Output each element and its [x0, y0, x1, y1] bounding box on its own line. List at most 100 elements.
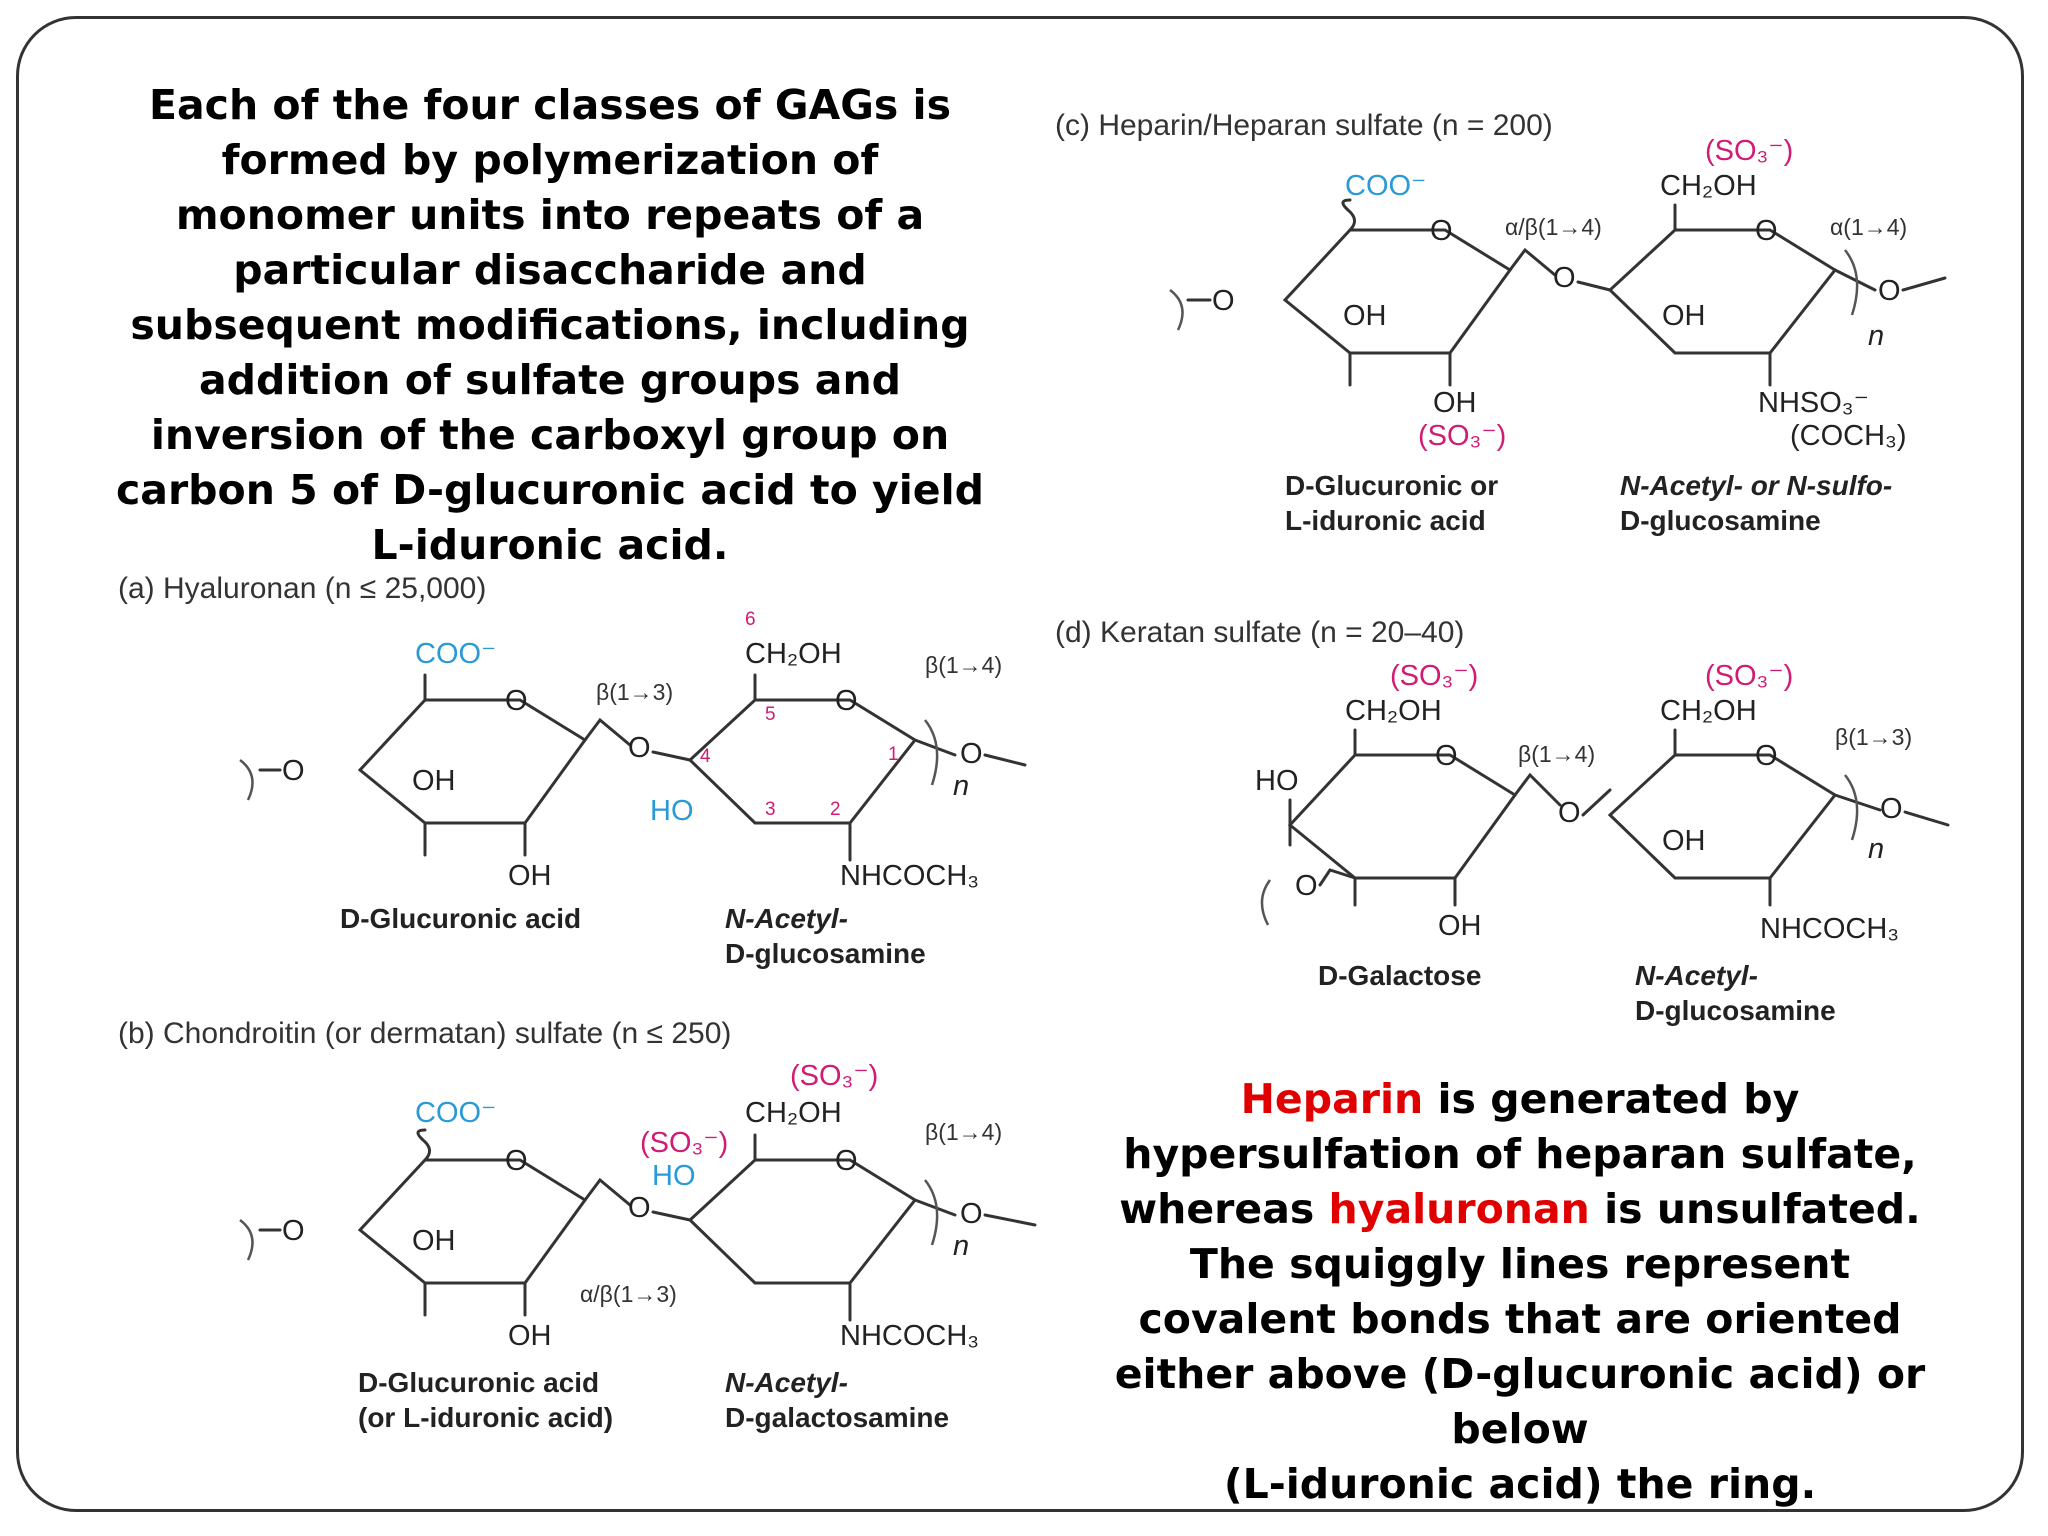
- panel-a-coo-label: COO⁻: [415, 638, 496, 670]
- panel-a-bridge-oxygen: O: [628, 732, 651, 764]
- panel-d-caption: (d) Keratan sulfate (n = 20–40): [1055, 616, 1464, 649]
- panel-d-oh-1: OH: [1438, 910, 1482, 942]
- panel-c-o-left: O: [1212, 285, 1235, 317]
- panel-b-bridge-bond: [651, 1210, 692, 1222]
- panel-a-bracket-right: [924, 719, 939, 786]
- panel-b-o-left: O: [282, 1215, 305, 1247]
- panel-d-bridge-oxygen: O: [1558, 797, 1581, 829]
- panel-d-link-2: β(1→3): [1835, 724, 1912, 750]
- panel-a-hyaluronan: (a) Hyaluronan (n ≤ 25,000) COO⁻ CH₂OH β…: [118, 572, 1027, 969]
- panel-a-oh-1: OH: [412, 765, 456, 797]
- panel-d-n-label: n: [1868, 833, 1884, 865]
- panel-b-bracket-right: [924, 1179, 939, 1246]
- panel-b-chondroitin: (b) Chondroitin (or dermatan) sulfate (n…: [118, 1017, 1037, 1433]
- panel-d-ring-1-oxygen: O: [1435, 740, 1458, 772]
- note-text-3: (L-iduronic acid) the ring.: [1223, 1460, 1817, 1508]
- panel-c-bridge-bond: [1576, 280, 1612, 292]
- panel-d-glycosidic-bond: [1513, 772, 1562, 807]
- panel-a-carbon-3: 3: [765, 799, 776, 820]
- panel-c-bracket-right: [1844, 249, 1859, 316]
- panel-d-ring-2: [1607, 753, 1838, 880]
- panel-b-ho-label: HO: [652, 1160, 696, 1192]
- intro-text: Each of the four classes of GAGs is form…: [115, 81, 985, 569]
- panel-c-bond-right: [1833, 268, 1877, 292]
- panel-b-squiggle-bond: [416, 1128, 431, 1162]
- panel-c-heparin: (c) Heparin/Heparan sulfate (n = 200) (S…: [1055, 109, 1947, 536]
- panel-b-o-right: O: [960, 1198, 983, 1230]
- panel-d-oh-2: OH: [1662, 825, 1706, 857]
- panel-b-link-2: β(1→4): [925, 1119, 1002, 1145]
- panel-c-glycosidic-bond: [1508, 247, 1557, 277]
- panel-a-monomer-2-name-a: N-Acetyl-: [725, 903, 848, 934]
- panel-b-bracket-left: [239, 1219, 254, 1261]
- panel-b-ring-2-oxygen: O: [835, 1145, 858, 1177]
- note-text-2: is unsulfated. The squiggly lines repres…: [1114, 1185, 1926, 1453]
- panel-d-bracket-right: [1844, 774, 1859, 841]
- panel-b-monomer-2-name-a: N-Acetyl-: [725, 1367, 848, 1398]
- panel-a-monomer-2-name-b: D-glucosamine: [725, 938, 926, 969]
- panel-a-carbon-2: 2: [830, 799, 841, 820]
- panel-c-coch3: (COCH₃): [1790, 420, 1907, 452]
- panel-a-carbon-6: 6: [745, 609, 756, 630]
- panel-b-bridge-oxygen: O: [628, 1192, 651, 1224]
- panel-d-ring-1: [1287, 753, 1518, 880]
- panel-d-linker-left: [1318, 868, 1357, 887]
- panel-b-n-label: n: [953, 1230, 969, 1262]
- panel-b-monomer-2-name-b: D-galactosamine: [725, 1402, 949, 1433]
- panel-b-nhcoch3: NHCOCH₃: [840, 1320, 979, 1352]
- panel-c-so3-top: (SO₃⁻): [1705, 135, 1793, 167]
- panel-a-o-right: O: [960, 738, 983, 770]
- panel-a-ring-2-oxygen: O: [835, 685, 858, 717]
- note-text-1: is generated by hypersulfation of hepara…: [1119, 1075, 1917, 1233]
- panel-c-so3-bottom: (SO₃⁻): [1418, 420, 1506, 452]
- panel-c-ring-1-oxygen: O: [1430, 215, 1453, 247]
- panel-c-bridge-oxygen: O: [1553, 262, 1576, 294]
- panel-a-bridge-bond: [651, 750, 692, 762]
- panel-d-bridge-bond: [1581, 788, 1612, 817]
- panel-a-bond-end: [983, 753, 1027, 767]
- panel-c-bracket-left: [1169, 289, 1184, 331]
- panel-b-ring-2: [687, 1158, 918, 1285]
- panel-a-link-1: β(1→3): [596, 679, 673, 705]
- panel-b-bond-right: [913, 1198, 957, 1217]
- note-heparin-term: Heparin: [1240, 1075, 1424, 1123]
- panel-c-nhso3: NHSO₃⁻: [1758, 387, 1869, 419]
- panel-d-nhcoch3: NHCOCH₃: [1760, 913, 1899, 945]
- panel-d-link-1: β(1→4): [1518, 741, 1595, 767]
- panel-c-ring-2: [1607, 228, 1838, 355]
- panel-c-n-label: n: [1868, 320, 1884, 352]
- panel-b-caption: (b) Chondroitin (or dermatan) sulfate (n…: [118, 1017, 731, 1050]
- panel-d-monomer-2-name-b: D-glucosamine: [1635, 995, 1836, 1026]
- panel-a-carbon-5: 5: [765, 704, 776, 725]
- panel-d-keratan: (d) Keratan sulfate (n = 20–40) (SO₃⁻) (…: [1055, 616, 1950, 1026]
- panel-d-o-right: O: [1880, 793, 1903, 825]
- panel-c-monomer-2-name-a: N-Acetyl- or N-sulfo-: [1620, 470, 1892, 501]
- panel-c-ring-2-oxygen: O: [1755, 215, 1778, 247]
- panel-c-link-1: α/β(1→4): [1505, 214, 1602, 240]
- panel-a-bond-right: [913, 738, 957, 757]
- panel-c-bond-end: [1901, 276, 1947, 292]
- panel-c-oh-3: OH: [1662, 300, 1706, 332]
- panel-d-monomer-2-name-a: N-Acetyl-: [1635, 960, 1758, 991]
- panel-d-ring-2-oxygen: O: [1755, 740, 1778, 772]
- panel-b-so3-top: (SO₃⁻): [790, 1060, 878, 1092]
- panel-b-ch2oh-label: CH₂OH: [745, 1097, 842, 1129]
- panel-d-o-left: O: [1295, 870, 1318, 902]
- panel-d-bond-end: [1903, 810, 1950, 827]
- note-hyaluronan-term: hyaluronan: [1328, 1185, 1590, 1233]
- panel-d-bracket-left: [1260, 879, 1272, 926]
- panel-a-carbon-4: 4: [700, 746, 711, 767]
- panel-a-monomer-1-name: D-Glucuronic acid: [340, 903, 581, 934]
- panel-b-bond-end: [983, 1213, 1037, 1227]
- panel-c-oh-1: OH: [1343, 300, 1387, 332]
- panel-b-oh-1: OH: [412, 1225, 456, 1257]
- panel-c-coo-label: COO⁻: [1345, 170, 1426, 202]
- panel-c-ring-1: [1282, 228, 1513, 355]
- panel-a-o-left: O: [282, 755, 305, 787]
- panel-b-monomer-1-name-a: D-Glucuronic acid: [358, 1367, 599, 1398]
- panel-b-so3-side: (SO₃⁻): [640, 1127, 728, 1159]
- panel-c-monomer-2-name-b: D-glucosamine: [1620, 505, 1821, 536]
- panel-a-ring-1-oxygen: O: [505, 685, 528, 717]
- panel-a-ring-2: [687, 698, 918, 825]
